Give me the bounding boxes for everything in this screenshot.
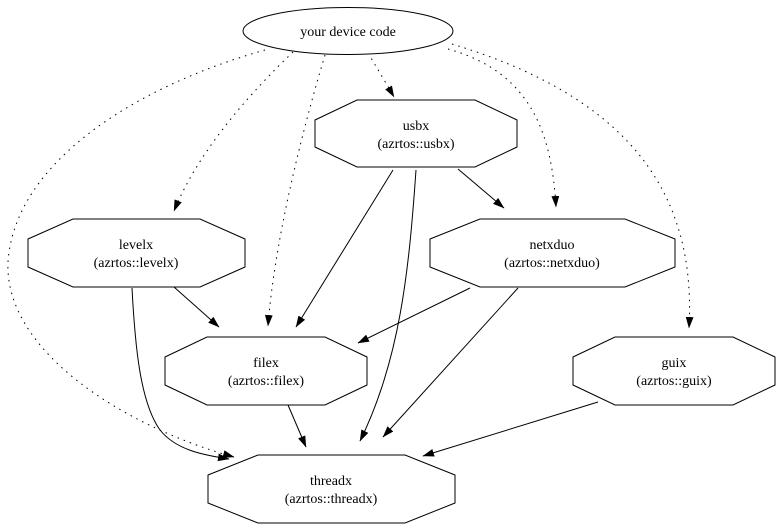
- edge-levelx-filex: [173, 286, 220, 328]
- node-guix-shape: [572, 336, 776, 406]
- edge-device-netxduo: [447, 48, 560, 208]
- node-usbx-sublabel: (azrtos::usbx): [378, 137, 455, 152]
- node-usbx: usbx (azrtos::usbx): [314, 99, 518, 168]
- node-netxduo-shape: [429, 218, 676, 288]
- edge-netxduo-threadx: [382, 287, 519, 438]
- node-levelx-shape: [27, 218, 246, 288]
- node-levelx: levelx (azrtos::levelx): [27, 218, 246, 288]
- edge-device-threadx: [7, 49, 266, 458]
- node-levelx-sublabel: (azrtos::levelx): [94, 256, 179, 271]
- edge-filex-threadx: [287, 404, 307, 448]
- node-usbx-label: usbx: [403, 119, 429, 134]
- node-levelx-label: levelx: [119, 238, 153, 253]
- node-threadx: threadx (azrtos::threadx): [207, 454, 456, 524]
- node-threadx-label: threadx: [310, 474, 352, 489]
- node-netxduo-label: netxduo: [529, 238, 574, 253]
- node-netxduo-sublabel: (azrtos::netxduo): [504, 256, 600, 271]
- edge-device-levelx: [173, 51, 294, 212]
- edge-usbx-netxduo: [457, 168, 505, 209]
- node-filex-sublabel: (azrtos::filex): [228, 374, 305, 389]
- edge-device-filex: [264, 54, 326, 327]
- node-usbx-shape: [314, 99, 518, 168]
- edge-device-usbx: [367, 52, 395, 98]
- node-device: your device code: [242, 7, 454, 55]
- edge-usbx-filex: [295, 169, 394, 328]
- node-guix-sublabel: (azrtos::guix): [636, 374, 712, 389]
- edge-levelx-threadx: [131, 287, 230, 462]
- node-device-label: your device code: [300, 25, 396, 40]
- node-threadx-shape: [207, 454, 456, 524]
- node-filex: filex (azrtos::filex): [164, 336, 368, 406]
- edge-layer: [7, 43, 694, 462]
- node-filex-shape: [164, 336, 368, 406]
- edge-usbx-threadx: [359, 169, 417, 442]
- node-netxduo: netxduo (azrtos::netxduo): [429, 218, 676, 288]
- node-device-shape: [242, 7, 454, 55]
- node-guix-label: guix: [662, 356, 687, 371]
- edge-netxduo-filex: [357, 287, 471, 344]
- node-guix: guix (azrtos::guix): [572, 336, 776, 406]
- node-threadx-sublabel: (azrtos::threadx): [285, 492, 378, 507]
- node-filex-label: filex: [253, 356, 279, 371]
- edge-guix-threadx: [422, 401, 599, 457]
